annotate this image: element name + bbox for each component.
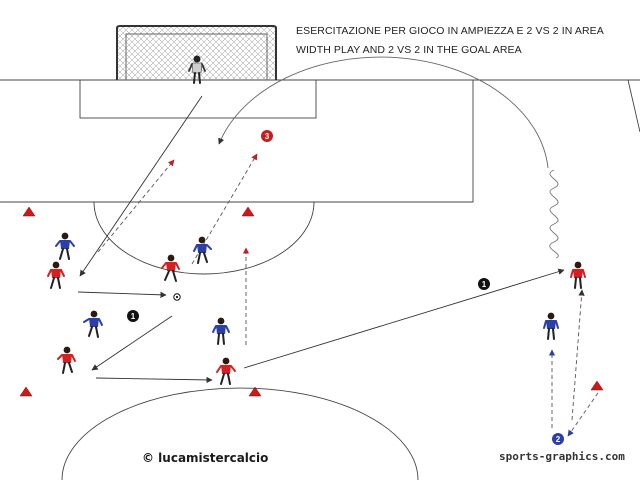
title-english: WIDTH PLAY AND 2 VS 2 IN THE GOAL AREA [296,44,522,56]
cone [241,206,255,217]
pass-to-centre-midfielder [77,291,167,298]
pitch-corner-line [627,79,640,133]
penalty-area [0,80,474,203]
copyright-credit: © lucamistercalcio [142,451,269,465]
cone [22,206,36,217]
cone [248,386,262,397]
cones [19,206,604,397]
penalty-arc [93,201,315,275]
cross-trajectory [218,56,549,169]
sequence-marker-label: 3 [265,132,270,141]
sequence-marker-label: 1 [131,312,136,321]
red-player [216,357,236,385]
brand-watermark: sports-graphics.com [499,450,625,463]
goalkeeper [188,55,206,84]
run-right-winger [571,289,585,421]
sequence-marker-1: 1 [478,278,490,290]
cone [590,380,604,391]
dribble-path [549,169,559,259]
sequence-marker-label: 2 [556,435,561,444]
sequence-marker-3: 3 [261,130,273,142]
sequence-marker-label: 1 [482,280,487,289]
blue-player [193,236,212,264]
blue-player [212,317,230,345]
sequence-markers: 1 1 3 2 [127,130,564,445]
pass-to-second-midfielder [95,376,213,384]
movement-lines [77,56,599,437]
pitch-markings [0,79,640,480]
ball [173,293,181,301]
red-player [570,261,586,289]
pass-goalkeeper-to-left-winger [79,95,203,277]
pass-to-left-back [91,315,173,371]
centre-circle [61,387,419,480]
sequence-marker-2: 2 [552,433,564,445]
players [47,55,586,385]
run-left-attacker [97,159,175,253]
long-switch-pass [243,268,565,369]
cone [19,386,33,397]
run-to-marker-2 [567,392,599,437]
blue-player [543,312,559,340]
blue-player [55,232,75,260]
blue-player [83,310,103,338]
red-player [47,261,65,289]
red-player [57,346,76,374]
goal-area [79,79,317,119]
red-player [161,254,180,282]
sequence-marker-1: 1 [127,310,139,322]
title-italian: ESERCITAZIONE PER GIOCO IN AMPIEZZA E 2 … [296,25,604,37]
